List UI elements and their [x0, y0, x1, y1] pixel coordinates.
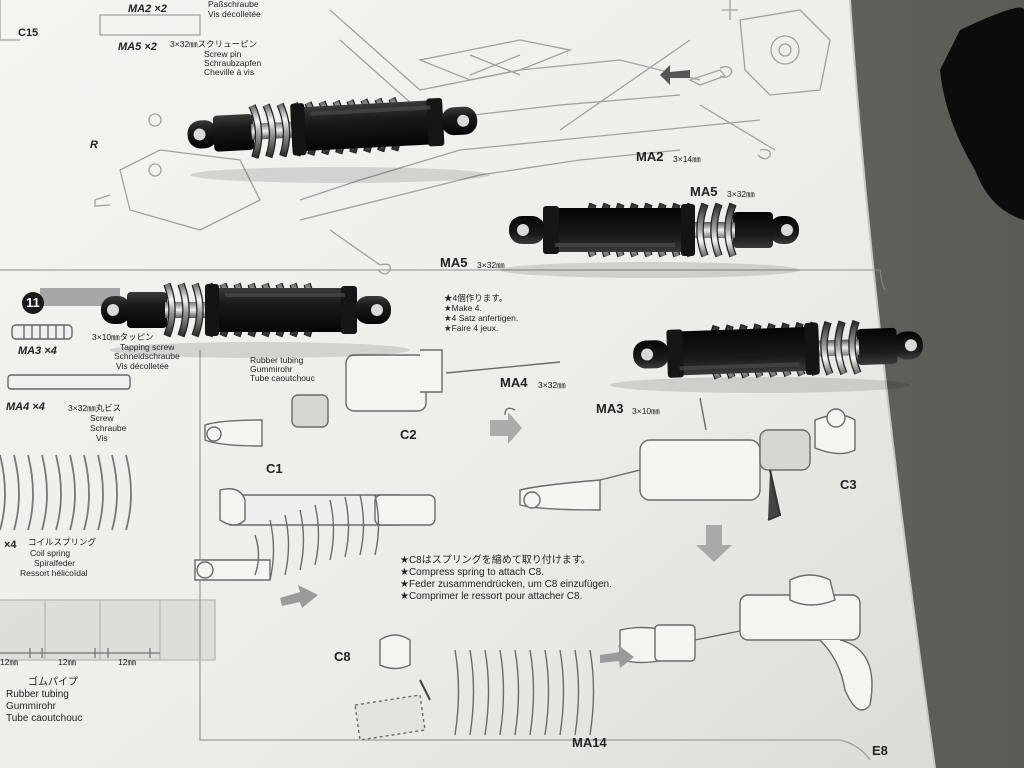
- ma2-size: 3×14㎜: [673, 154, 701, 164]
- c8-note-3: ★Feder zusammendrücken, um C8 einzufügen…: [400, 579, 612, 590]
- c8-note-2: ★Compress spring to attach C8.: [400, 567, 545, 578]
- c3-label: C3: [840, 477, 857, 492]
- ma4-desc-1: 3×32㎜丸ビス: [68, 403, 122, 413]
- gomu-desc-3: Gummirohr: [6, 701, 57, 712]
- c1-label: C1: [266, 461, 283, 476]
- make4-1: ★4個作ります。: [444, 293, 508, 303]
- ma5-desc-3: Schraubzapfen: [204, 58, 262, 68]
- ma3-desc-2: Tapping screw: [120, 342, 175, 352]
- ma5-size-left: 3×32㎜: [477, 260, 505, 270]
- rubber-desc-1: Rubber tubing: [250, 355, 304, 365]
- c15-label: C15: [18, 27, 39, 39]
- c8-note-4: ★Comprimer le ressort pour attacher C8.: [400, 591, 583, 602]
- c8-note-1: ★C8はスプリングを縮めて取り付けます。: [400, 555, 591, 566]
- ma2-desc-1: Paßschraube: [208, 0, 259, 9]
- ma4-desc-3: Schraube: [90, 423, 127, 433]
- ma5-desc-2: Screw pin: [204, 49, 242, 59]
- ma3-callout: MA3: [596, 401, 624, 416]
- ma5-desc-1: 3×32㎜スクリューピン: [170, 39, 258, 49]
- make4-3: ★4 Satz anfertigen.: [444, 313, 519, 323]
- ma3-desc-3: Schneidschraube: [114, 351, 180, 361]
- step-number-badge: 11: [22, 292, 44, 314]
- ruler-mark-2: 12㎜: [58, 657, 76, 667]
- ma2-callout: MA2: [636, 149, 664, 164]
- ma5-desc-4: Cheville à vis: [204, 67, 255, 77]
- make4-2: ★Make 4.: [444, 303, 482, 313]
- rubber-desc-3: Tube caoutchouc: [250, 373, 315, 383]
- ma5-callout-right: MA5: [690, 184, 718, 199]
- gomu-desc-2: Rubber tubing: [6, 689, 69, 700]
- e8-label: E8: [872, 743, 888, 758]
- spring-desc-1: コイルスプリング: [28, 537, 97, 547]
- spring-desc-3: Spiralfeder: [34, 558, 76, 568]
- gomu-desc-4: Tube caoutchouc: [6, 713, 83, 724]
- r-mark: R: [90, 139, 98, 151]
- spring-desc-2: Coil spring: [30, 548, 71, 558]
- ma3-size: 3×10㎜: [632, 406, 660, 416]
- ma4-desc-2: Screw: [90, 413, 114, 423]
- ma5-count-label: MA5 ×2: [118, 41, 157, 53]
- spring-desc-4: Ressort hélicoïdal: [20, 568, 88, 578]
- make4-4: ★Faire 4 jeux.: [444, 323, 499, 333]
- ma3-desc-1: 3×10㎜タッピン: [92, 332, 154, 342]
- c8-label: C8: [334, 649, 351, 664]
- ma3-desc-4: Vis décolletée: [116, 361, 169, 371]
- c2-label: C2: [400, 427, 417, 442]
- gomu-desc-1: ゴムパイプ: [28, 677, 78, 688]
- ma2-count-label: MA2 ×2: [128, 3, 167, 15]
- ruler-mark-1: 12㎜: [0, 657, 18, 667]
- spring-count-label: ×4: [4, 539, 17, 551]
- ma4-callout: MA4: [500, 375, 528, 390]
- ma5-size-right: 3×32㎜: [727, 189, 755, 199]
- rubber-desc-2: Gummirohr: [250, 364, 293, 374]
- ma14-label: MA14: [572, 735, 607, 750]
- ma2-desc-2: Vis décolletée: [208, 9, 261, 19]
- ma5-callout-left: MA5: [440, 255, 468, 270]
- ma4-count-label: MA4 ×4: [6, 401, 45, 413]
- ruler-mark-3: 12㎜: [118, 657, 136, 667]
- ma4-desc-4: Vis: [96, 433, 108, 443]
- ma4-size: 3×32㎜: [538, 380, 566, 390]
- ma3-count-label: MA3 ×4: [18, 345, 57, 357]
